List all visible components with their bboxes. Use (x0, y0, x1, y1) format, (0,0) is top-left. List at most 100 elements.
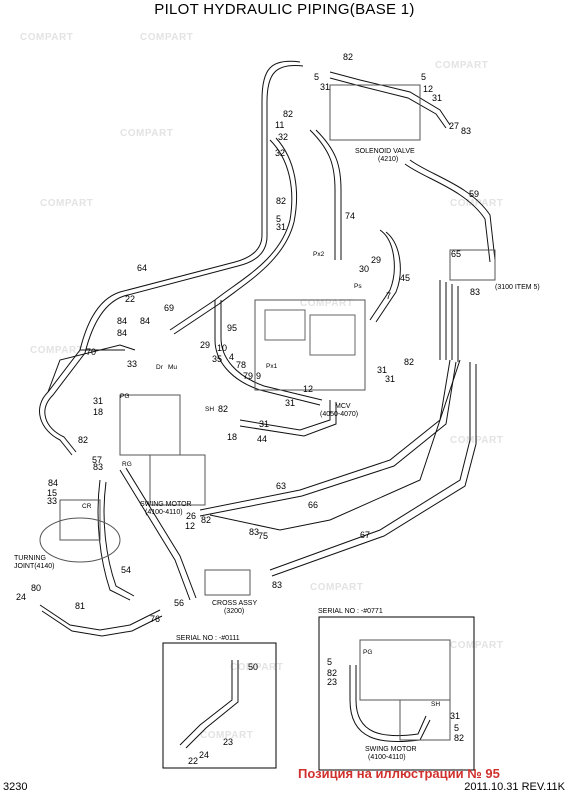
callout-number: 74 (345, 211, 355, 221)
callout-number: 64 (137, 263, 147, 273)
callout-number: 29 (200, 340, 210, 350)
callout-number: 31 (285, 398, 295, 408)
callout-number: 32 (275, 148, 285, 158)
port-dr: Dr (156, 364, 164, 371)
callout-number: 82 (454, 733, 464, 743)
callout-number: 79 (243, 371, 253, 381)
port-pg-2: PG (363, 649, 372, 656)
port-sh: SH (205, 406, 214, 413)
callout-number: 18 (227, 432, 237, 442)
callout-number: 82 (78, 435, 88, 445)
watermark: COMPART (200, 730, 254, 741)
callout-number: 23 (327, 677, 337, 687)
watermark: COMPART (40, 198, 94, 209)
page-number: 3230 (3, 781, 28, 793)
callout-number: 5 (276, 214, 281, 224)
callout-number: 84 (117, 328, 127, 338)
callout-number: 27 (449, 121, 459, 131)
callout-number: 5 (454, 723, 459, 733)
callout-number: 12 (303, 384, 313, 394)
callout-number: 9 (256, 371, 261, 381)
callout-number: 12 (185, 521, 195, 531)
caption-swing-motor-2: SWING MOTOR (365, 746, 417, 753)
callout-number: 56 (174, 598, 184, 608)
callout-number: 4 (229, 352, 234, 362)
callout-number: 69 (164, 303, 174, 313)
callout-number: 84 (117, 316, 127, 326)
callout-number: 31 (450, 711, 460, 721)
callout-number: 22 (125, 294, 135, 304)
callout-number: 33 (47, 496, 57, 506)
callout-number: 81 (75, 601, 85, 611)
serial-box-right (318, 616, 475, 771)
caption-mcv-code: (4050-4070) (320, 411, 358, 418)
callout-number: 7 (386, 291, 391, 301)
callout-number: 83 (470, 287, 480, 297)
callout-number: 67 (360, 530, 370, 540)
watermark: COMPART (435, 60, 489, 71)
callout-number: 29 (371, 255, 381, 265)
port-pg: PG (120, 393, 129, 400)
caption-cross-assy: CROSS ASSY (212, 600, 257, 607)
callout-number: 50 (248, 662, 258, 672)
caption-serial-right: SERIAL NO : -#0771 (318, 608, 383, 615)
callout-number: 24 (199, 750, 209, 760)
port-px1: Px1 (266, 363, 278, 370)
caption-item5: (3100 ITEM 5) (495, 284, 540, 291)
callout-number: 95 (227, 323, 237, 333)
watermark: COMPART (450, 640, 504, 651)
watermark: COMPART (230, 662, 284, 673)
callout-number: 82 (343, 52, 353, 62)
watermark: COMPART (310, 582, 364, 593)
callout-number: 12 (423, 84, 433, 94)
callout-number: 31 (385, 374, 395, 384)
callout-number: 82 (283, 109, 293, 119)
callout-number: 84 (48, 478, 58, 488)
callout-number: 5 (421, 72, 426, 82)
callout-number: 83 (249, 527, 259, 537)
caption-solenoid-code: (4210) (378, 156, 398, 163)
callout-number: 44 (257, 434, 267, 444)
callout-number: 35 (212, 354, 222, 364)
callout-number: 63 (276, 481, 286, 491)
callout-number: 32 (278, 132, 288, 142)
callout-number: 65 (451, 249, 461, 259)
caption-cross-assy-code: (3200) (224, 608, 244, 615)
port-sh-2: SH (431, 701, 440, 708)
callout-number: 82 (201, 515, 211, 525)
callout-number: 54 (121, 565, 131, 575)
callout-number: 31 (432, 93, 442, 103)
callout-number: 11 (275, 120, 284, 130)
callout-number: 59 (469, 189, 479, 199)
port-cr: CR (82, 503, 92, 510)
watermark: COMPART (140, 32, 194, 43)
callout-number: 22 (188, 756, 198, 766)
callout-number: 31 (259, 419, 269, 429)
callout-number: 18 (93, 407, 103, 417)
caption-swing-motor-2-code: (4100-4110) (368, 754, 406, 761)
caption-solenoid-valve: SOLENOID VALVE (355, 148, 415, 155)
callout-number: 70 (86, 347, 96, 357)
callout-number: 82 (276, 196, 286, 206)
serial-box-left (162, 642, 277, 769)
port-px2: Px2 (313, 251, 325, 258)
callout-number: 24 (16, 592, 26, 602)
revision: 2011.10.31 REV.11K (464, 781, 565, 793)
callout-number: 23 (223, 737, 233, 747)
port-rg: RG (122, 461, 132, 468)
callout-number: 83 (461, 126, 471, 136)
watermark: COMPART (20, 32, 74, 43)
callout-number: 31 (377, 365, 387, 375)
caption-serial-left: SERIAL NO : -#0111 (176, 635, 240, 642)
callout-number: 82 (327, 668, 337, 678)
callout-number: 31 (276, 222, 286, 232)
caption-mcv: MCV (335, 403, 351, 410)
watermark: COMPART (450, 198, 504, 209)
callout-number: 80 (31, 583, 41, 593)
callout-number: 75 (258, 531, 268, 541)
callout-number: 5 (314, 72, 319, 82)
illustration-note: Позиция на иллюстрации № 95 (298, 766, 500, 781)
